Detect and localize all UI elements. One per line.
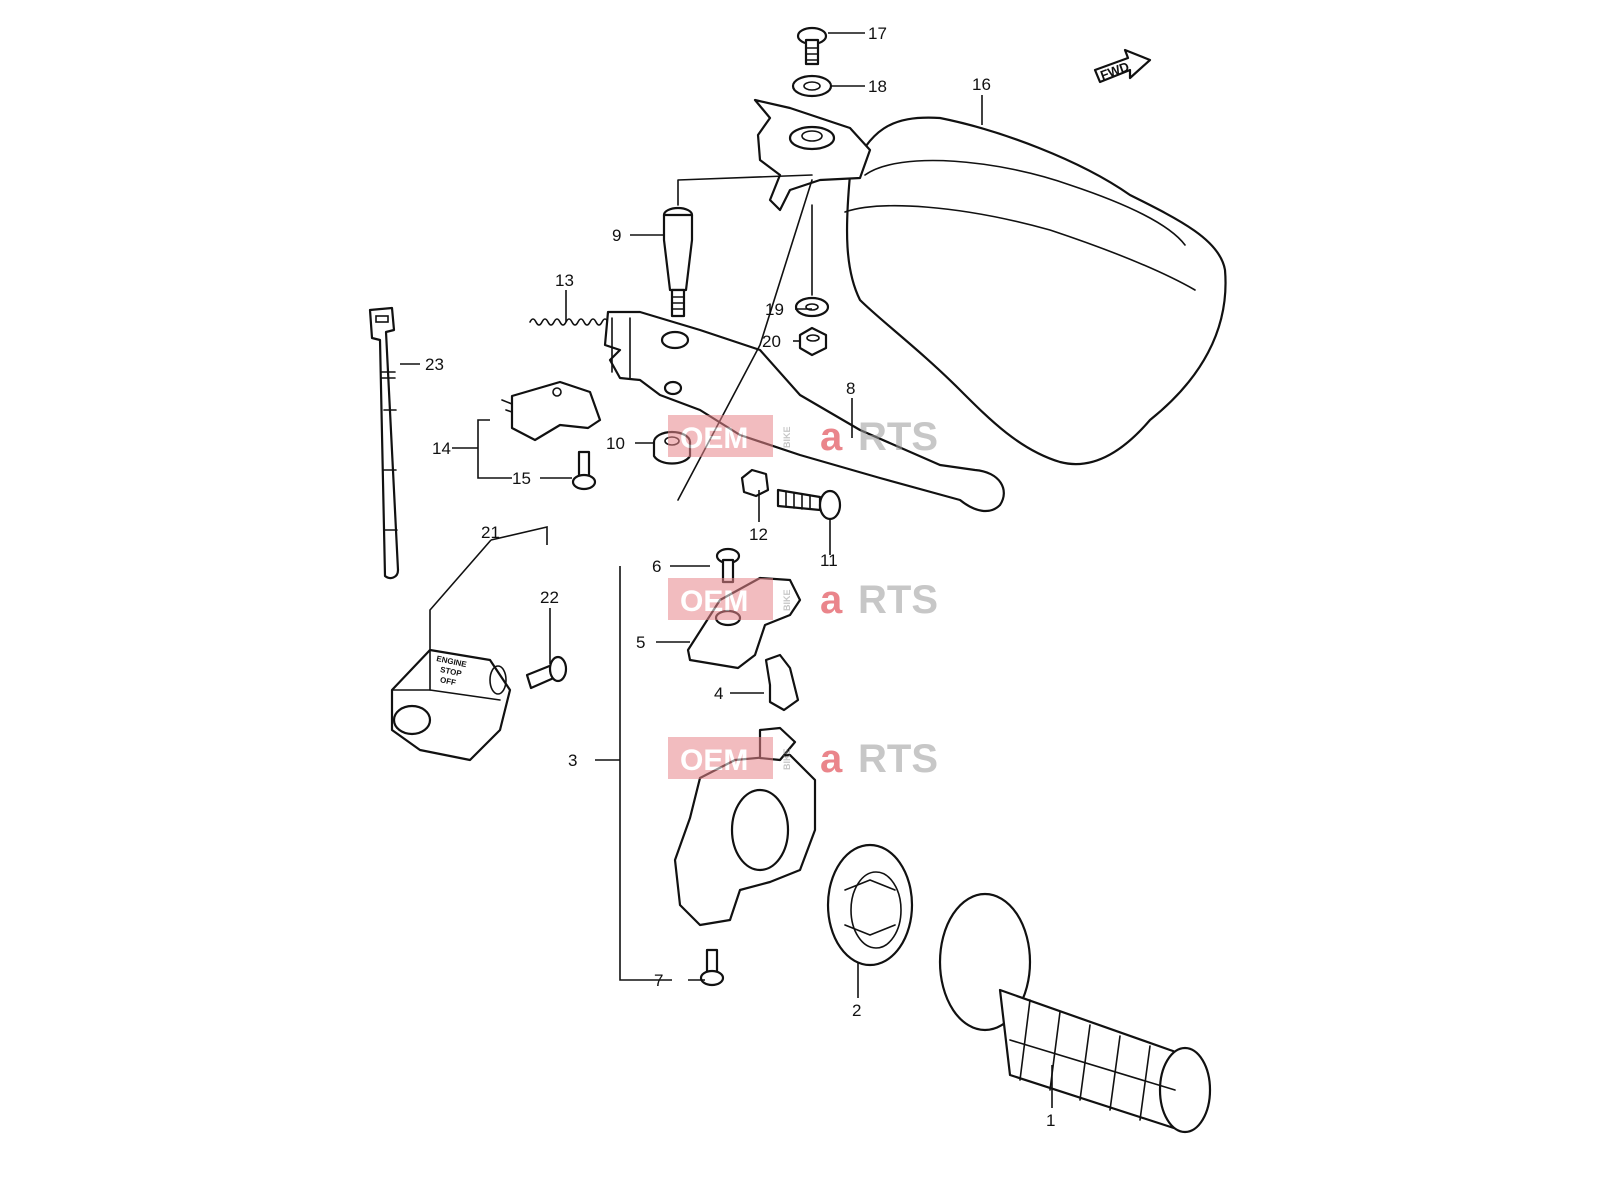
callout-18: 18 <box>868 77 887 96</box>
ring-2 <box>826 843 914 967</box>
screw-6 <box>715 547 741 584</box>
callout-19: 19 <box>765 300 784 319</box>
guide-line <box>677 174 813 501</box>
callout-17: 17 <box>868 24 887 43</box>
nut-12 <box>740 468 770 498</box>
fwd-arrow: FWD <box>1093 48 1152 84</box>
callout-5: 5 <box>636 633 645 652</box>
washer-18 <box>791 74 833 98</box>
callout-20: 20 <box>762 332 781 351</box>
callout-6: 6 <box>652 557 661 576</box>
svg-text:BIKE: BIKE <box>782 426 792 448</box>
leader-lines <box>400 32 1053 1108</box>
callout-23: 23 <box>425 355 444 374</box>
svg-text:OEM: OEM <box>680 585 748 618</box>
svg-text:RTS: RTS <box>858 415 938 459</box>
adjuster-bolt-11 <box>776 488 842 521</box>
clip-4 <box>764 653 800 712</box>
callout-3: 3 <box>568 751 577 770</box>
callout-10: 10 <box>606 434 625 453</box>
spring-13 <box>529 318 615 326</box>
switch-14 <box>501 380 602 442</box>
callout-9: 9 <box>612 226 621 245</box>
callout-13: 13 <box>555 271 574 290</box>
grip-1 <box>938 892 1212 1134</box>
callout-12: 12 <box>749 525 768 544</box>
hand-guard <box>844 116 1227 466</box>
svg-text:a: a <box>820 737 843 781</box>
svg-text:OEM: OEM <box>680 744 748 777</box>
cable-tie-23 <box>368 306 400 580</box>
callouts: 17 18 16 9 13 19 20 8 23 14 10 15 12 11 … <box>425 24 1055 1130</box>
callout-7: 7 <box>654 971 663 990</box>
watermark-2: OEM BIKE a RTS <box>668 578 938 622</box>
svg-text:OEM: OEM <box>680 422 748 455</box>
svg-text:BIKE: BIKE <box>782 748 792 770</box>
svg-text:BIKE: BIKE <box>782 589 792 611</box>
guard-bracket <box>753 98 872 212</box>
collar-bolt-9 <box>662 206 694 318</box>
screw-22 <box>525 655 568 690</box>
lever-holder-3 <box>673 726 817 927</box>
svg-text:RTS: RTS <box>858 578 938 622</box>
callout-16: 16 <box>972 75 991 94</box>
fwd-label: FWD <box>1098 59 1131 83</box>
svg-text:a: a <box>820 415 843 459</box>
switch-face-line-3: OFF <box>439 675 457 687</box>
screw-7 <box>699 948 725 987</box>
callout-11: 11 <box>820 551 838 570</box>
callout-21: 21 <box>481 523 500 542</box>
engine-stop-switch-21: ENGINE STOP OFF <box>390 648 512 762</box>
washer-19 <box>794 296 830 318</box>
watermark-3: OEM BIKE a RTS <box>668 737 938 781</box>
watermark-1: OEM BIKE a RTS <box>668 415 938 459</box>
callout-2: 2 <box>852 1001 861 1020</box>
svg-text:RTS: RTS <box>858 737 938 781</box>
svg-text:a: a <box>820 578 843 622</box>
screw-17 <box>796 26 828 66</box>
callout-1: 1 <box>1046 1111 1055 1130</box>
nut-20 <box>798 326 828 357</box>
callout-15: 15 <box>512 469 531 488</box>
lever-8 <box>603 310 1005 513</box>
callout-8: 8 <box>846 379 855 398</box>
callout-4: 4 <box>714 684 723 703</box>
callout-14: 14 <box>432 439 451 458</box>
callout-22: 22 <box>540 588 559 607</box>
screw-15 <box>571 450 597 491</box>
